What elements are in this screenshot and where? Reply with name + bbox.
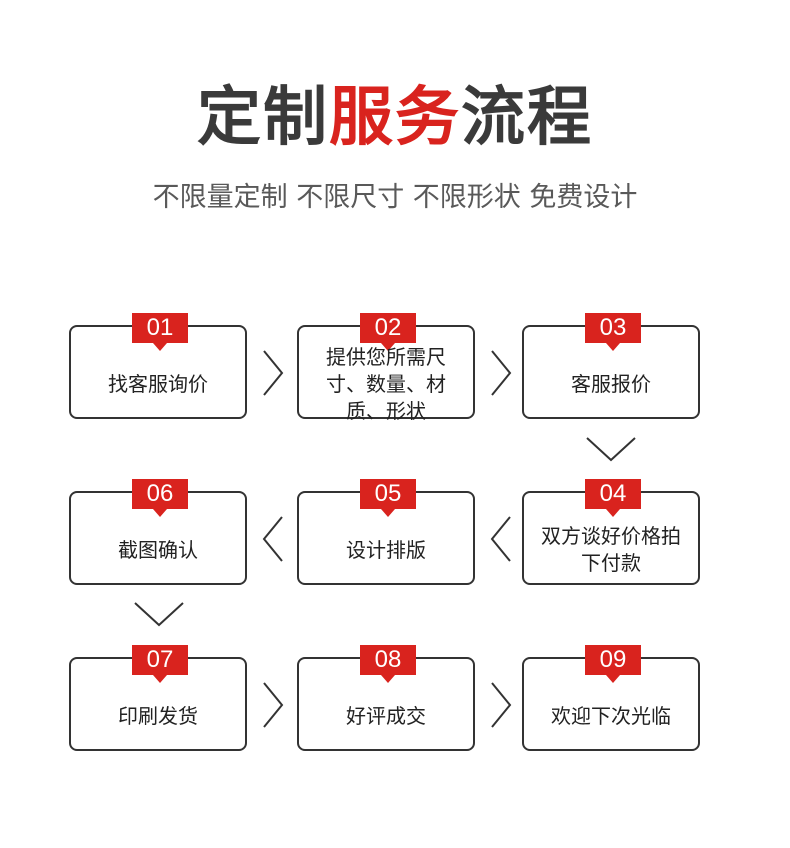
step-label: 双方谈好价格拍下付款 [541, 524, 681, 575]
step-label: 客服报价 [571, 371, 651, 396]
step-card-08: 08 好评成交 [297, 645, 475, 751]
step-card-04: 04 双方谈好价格拍下付款 [522, 479, 700, 585]
step-label: 截图确认 [118, 537, 198, 562]
chevron-left-icon [262, 515, 284, 563]
chevron-down-icon [133, 601, 185, 627]
step-number-badge: 09 [585, 645, 641, 683]
step-card-01: 01 找客服询价 [69, 313, 247, 419]
step-label: 欢迎下次光临 [551, 703, 671, 728]
page-title: 定制服务流程 [0, 78, 790, 158]
step-card-05: 05 设计排版 [297, 479, 475, 585]
step-number-badge: 04 [585, 479, 641, 517]
step-label: 好评成交 [346, 703, 426, 728]
step-number-badge: 05 [360, 479, 416, 517]
title-part-2: 流程 [461, 81, 593, 155]
chevron-right-icon [262, 349, 284, 397]
step-number-badge: 07 [132, 645, 188, 683]
step-number-badge: 03 [585, 313, 641, 351]
chevron-right-icon [490, 349, 512, 397]
step-card-06: 06 截图确认 [69, 479, 247, 585]
step-label: 设计排版 [346, 537, 426, 562]
page-subtitle: 不限量定制 不限尺寸 不限形状 免费设计 [152, 182, 638, 213]
step-card-03: 03 客服报价 [522, 313, 700, 419]
step-card-07: 07 印刷发货 [69, 645, 247, 751]
chevron-right-icon [490, 681, 512, 729]
step-number-badge: 08 [360, 645, 416, 683]
step-card-09: 09 欢迎下次光临 [522, 645, 700, 751]
step-card-02: 02 提供您所需尺寸、数量、材质、形状 [297, 313, 475, 423]
step-number-badge: 06 [132, 479, 188, 517]
step-number-badge: 02 [360, 313, 416, 351]
chevron-right-icon [262, 681, 284, 729]
chevron-left-icon [490, 515, 512, 563]
step-label: 印刷发货 [118, 703, 198, 728]
step-label: 找客服询价 [108, 371, 208, 396]
step-number-badge: 01 [132, 313, 188, 351]
chevron-down-icon [585, 436, 637, 462]
title-part-1: 定制 [197, 81, 329, 155]
title-part-highlight: 服务 [329, 81, 461, 155]
step-label: 提供您所需尺寸、数量、材质、形状 [326, 344, 446, 423]
